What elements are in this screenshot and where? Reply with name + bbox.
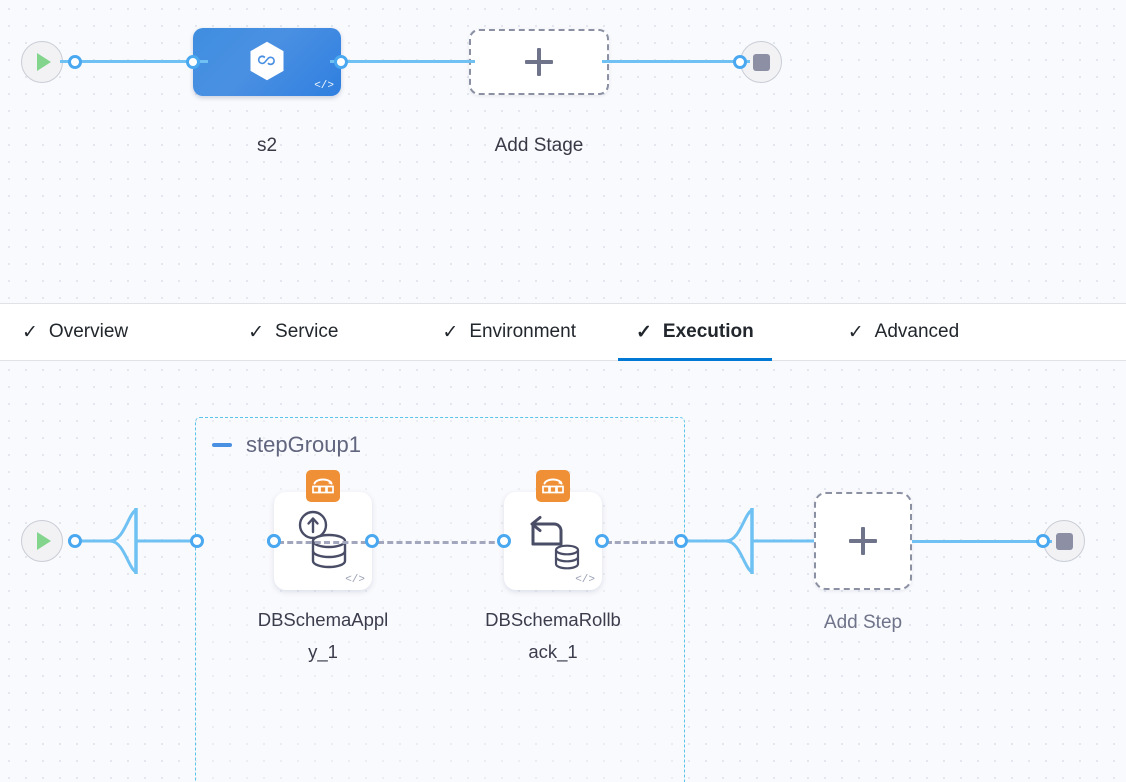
stage-code-badge: </>	[314, 80, 334, 92]
step-code-badge: </>	[575, 574, 595, 586]
template-glyph	[312, 478, 334, 494]
check-icon: ✓	[847, 321, 864, 343]
link-addstage-to-end	[602, 60, 750, 63]
step1-output-port[interactable]	[365, 534, 379, 548]
add-step-button[interactable]	[814, 492, 912, 590]
end-node-input-port[interactable]	[733, 55, 747, 69]
pipeline-start-node[interactable]	[21, 41, 82, 83]
step-group-stepGroup1[interactable]: stepGroup1	[195, 417, 685, 782]
stepgroup-input-port[interactable]	[190, 534, 204, 548]
harness-deploy-stage-icon	[250, 41, 284, 81]
add-step-box[interactable]	[814, 492, 912, 590]
execution-graph-canvas[interactable]: stepGroup1	[0, 361, 1126, 782]
start-node-circle	[21, 520, 63, 562]
template-icon	[536, 470, 570, 502]
step2-output-port[interactable]	[595, 534, 609, 548]
step-group-header[interactable]: stepGroup1	[212, 432, 361, 458]
tab-service[interactable]: ✓ Service	[230, 304, 356, 360]
pipeline-end-node[interactable]	[733, 41, 782, 83]
step-node-label-1: DBSchemaAppl y_1	[238, 604, 408, 668]
step-node-label-2: DBSchemaRollb ack_1	[468, 604, 638, 668]
link-step1-to-step2	[378, 541, 504, 544]
stepgroup-output-port[interactable]	[674, 534, 688, 548]
stop-icon	[752, 53, 770, 71]
tab-overview-label: Overview	[48, 321, 129, 342]
play-icon	[37, 53, 51, 71]
link-start-to-stage	[60, 60, 208, 63]
step-node-body[interactable]: </>	[504, 492, 602, 590]
add-step-label: Add Step	[823, 612, 903, 633]
tab-advanced[interactable]: ✓ Advanced	[830, 304, 977, 360]
plus-icon	[849, 527, 877, 555]
link-stage-to-addstage	[330, 60, 475, 63]
step-label-line2: ack_1	[528, 640, 578, 662]
tab-service-label: Service	[275, 321, 339, 342]
step-node-DBSchemaRollback_1[interactable]: </>	[497, 470, 609, 590]
execution-end-node[interactable]	[1036, 520, 1085, 562]
step-label-line1: DBSchemaAppl	[257, 609, 389, 630]
check-icon: ✓	[22, 321, 38, 343]
add-stage-box[interactable]	[469, 29, 609, 95]
stepgroup-right-split-connector	[686, 508, 814, 574]
tab-execution-label: Execution	[662, 321, 754, 342]
step2-input-port[interactable]	[497, 534, 511, 548]
stage-node-label: s2	[256, 135, 278, 156]
tab-overview[interactable]: ✓ Overview	[4, 304, 146, 360]
check-icon: ✓	[248, 321, 265, 343]
check-icon: ✓	[635, 321, 652, 343]
stage-node-s2[interactable]: </>	[186, 28, 348, 96]
tab-advanced-label: Advanced	[874, 321, 960, 342]
stage-node-body[interactable]: </>	[193, 28, 341, 96]
template-icon	[306, 470, 340, 502]
start-node-output-port[interactable]	[68, 55, 82, 69]
stop-icon	[1055, 532, 1073, 550]
play-icon	[37, 532, 51, 550]
step1-input-port[interactable]	[267, 534, 281, 548]
template-glyph	[542, 478, 564, 494]
stage-output-port[interactable]	[334, 55, 348, 69]
step-label-line2: y_1	[308, 640, 338, 662]
stage-config-tabbar: ✓ Overview ✓ Service ✓ Environment ✓ Exe…	[0, 303, 1126, 361]
add-stage-button[interactable]	[469, 29, 609, 95]
tab-environment-label: Environment	[469, 321, 576, 342]
execution-start-node[interactable]	[21, 520, 82, 562]
execution-end-input-port[interactable]	[1036, 534, 1050, 548]
execution-start-output-port[interactable]	[68, 534, 82, 548]
tab-execution[interactable]: ✓ Execution	[617, 304, 772, 361]
check-icon: ✓	[442, 321, 459, 343]
step-label-line1: DBSchemaRollb	[485, 609, 621, 630]
tab-environment[interactable]: ✓ Environment	[424, 304, 594, 360]
stepgroup-left-split-connector	[68, 508, 200, 574]
stage-graph-canvas[interactable]: </> s2 Add Stage	[0, 0, 1126, 303]
plus-icon	[525, 48, 553, 76]
stage-input-port[interactable]	[186, 55, 200, 69]
link-groupin-to-step1	[278, 541, 376, 544]
database-rollback-icon	[530, 516, 580, 570]
link-addstep-to-end	[912, 540, 1052, 543]
start-node-circle	[21, 41, 63, 83]
step-group-title: stepGroup1	[246, 432, 361, 457]
step-code-badge: </>	[345, 574, 365, 586]
link-step2-to-groupout	[606, 541, 682, 544]
minus-icon[interactable]	[212, 443, 232, 447]
add-stage-label: Add Stage	[494, 135, 584, 156]
